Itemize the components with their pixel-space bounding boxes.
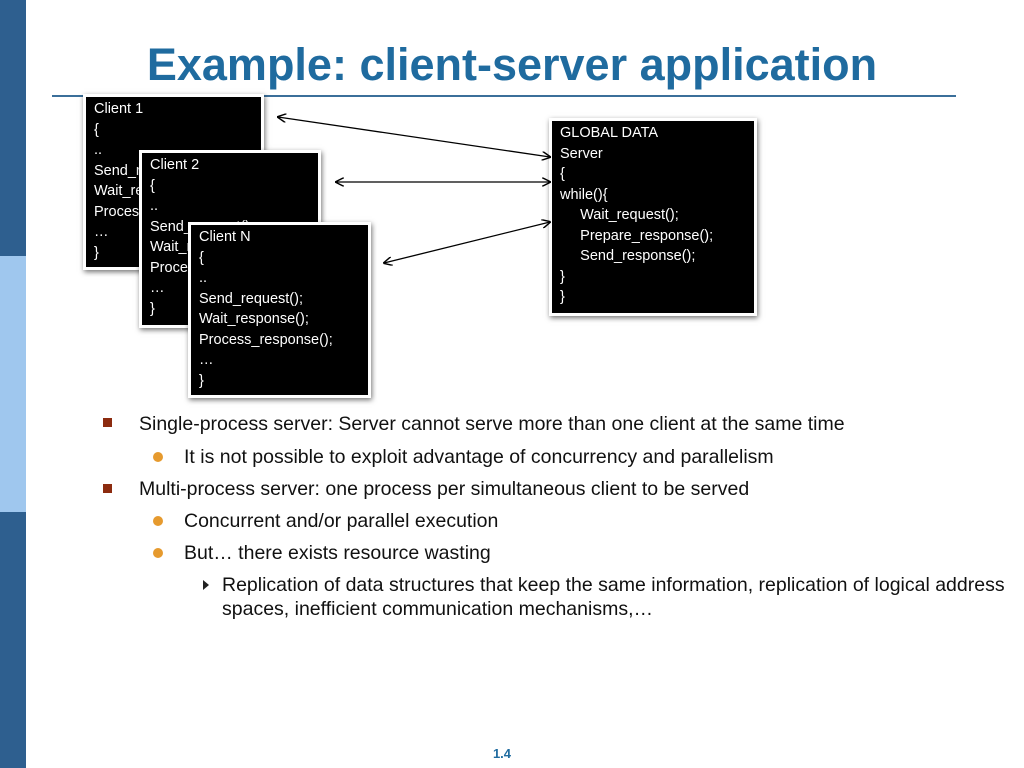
code-line: { <box>199 249 204 266</box>
code-line: } <box>150 300 155 317</box>
code-line: } <box>560 268 565 285</box>
dot-bullet-icon <box>153 452 163 462</box>
code-line: { <box>94 121 99 138</box>
square-bullet-icon <box>103 484 112 493</box>
code-line: … <box>94 224 109 240</box>
code-line: Server <box>560 145 603 162</box>
code-line: Process_response(); <box>199 331 333 348</box>
bullet-concurrent-execution: Concurrent and/or parallel execution <box>184 510 499 532</box>
client-n-code-box: Client N {.. Send_request(); Wait_response(… <box>188 222 371 398</box>
code-line: Client N <box>199 229 251 245</box>
bullet-single-process: Single-process server: Server cannot ser… <box>139 413 845 435</box>
code-line: Client 1 <box>94 101 144 117</box>
bullet-no-concurrency: It is not possible to exploit advantage … <box>184 446 774 468</box>
code-line: .. <box>150 198 159 214</box>
code-line: } <box>94 244 99 261</box>
bullet-resource-wasting: But… there exists resource wasting <box>184 542 491 564</box>
sidebar-segment-top <box>0 0 26 256</box>
code-line: .. <box>94 142 103 158</box>
code-line: Prepare_response(); <box>560 227 714 244</box>
title-underline <box>52 95 956 97</box>
bullet-replication: Replication of data structures that keep… <box>222 574 1005 620</box>
code-line: Send_request(); <box>199 290 303 307</box>
code-line: Send_response(); <box>560 248 696 264</box>
code-line: { <box>560 166 565 182</box>
dot-bullet-icon <box>153 548 163 558</box>
dot-bullet-icon <box>153 516 163 526</box>
code-line: … <box>150 280 165 296</box>
code-line: } <box>560 289 565 305</box>
arrow-clientn-server <box>384 222 550 263</box>
server-code-box: GLOBAL DATA Server { while(){ Wait_request(… <box>549 118 757 316</box>
code-line: Client 2 <box>150 157 200 173</box>
sidebar-decoration <box>0 0 26 768</box>
code-line: Wait_request(); <box>560 207 679 223</box>
page-number: 1.4 <box>492 746 512 761</box>
bullet-multi-process: Multi-process server: one process per si… <box>139 478 750 500</box>
sidebar-segment-middle <box>0 256 26 512</box>
code-line: GLOBAL DATA <box>560 125 659 141</box>
code-line: Wait_response(); <box>199 311 309 327</box>
slide-title: Example: client-server application <box>146 39 878 90</box>
code-line: while(){ <box>560 186 608 203</box>
sidebar-segment-bottom <box>0 512 26 768</box>
code-line: … <box>199 352 214 368</box>
triangle-bullet-icon <box>203 580 209 590</box>
code-line: } <box>199 372 204 389</box>
code-line: { <box>150 177 155 194</box>
square-bullet-icon <box>103 418 112 427</box>
code-line: .. <box>199 270 208 286</box>
